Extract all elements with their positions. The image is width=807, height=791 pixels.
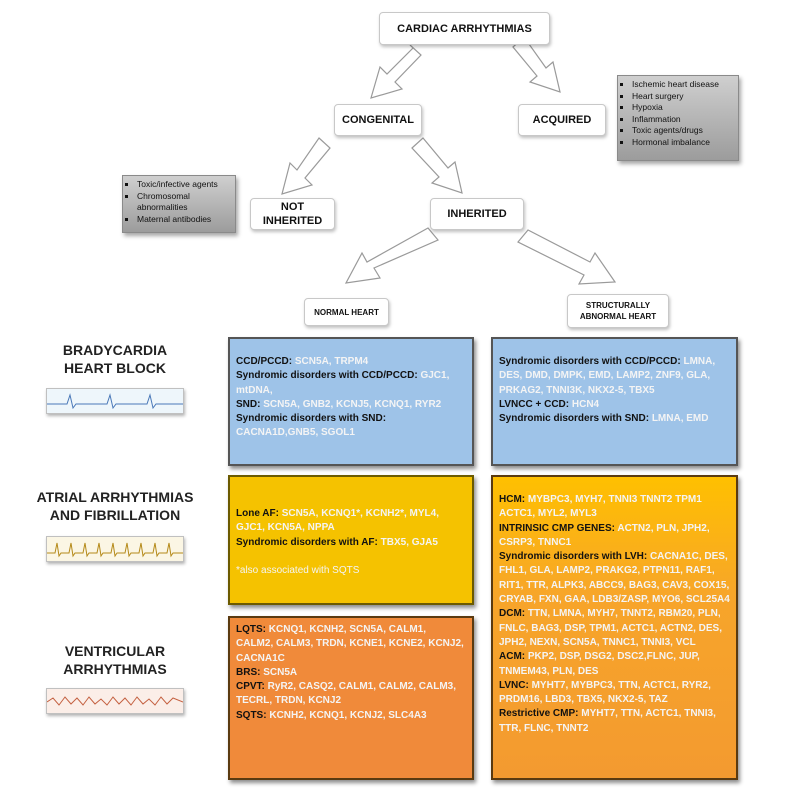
acquired-node: ACQUIRED bbox=[518, 104, 606, 136]
gene-entry: CCD/PCCD: SCN5A, TRPM4 bbox=[236, 355, 466, 369]
gene-entry: SND: SCN5A, GNB2, KCNJ5, KCNQ1, RYR2 bbox=[236, 398, 466, 412]
gene-category-label: CCD/PCCD: bbox=[236, 356, 295, 367]
list-item: Toxic agents/drugs bbox=[632, 125, 732, 137]
ecg-ventricular-icon bbox=[46, 688, 184, 714]
gene-entry: HCM: MYBPC3, MYH7, TNNI3 TNNT2 TPM1 ACTC… bbox=[499, 493, 730, 522]
gene-category-label: Syndromic disorders with SND: bbox=[499, 413, 652, 425]
arrow-congenital-inherited bbox=[411, 137, 463, 194]
gene-list: SCN5A, GNB2, KCNJ5, KCNQ1, RYR2 bbox=[263, 398, 442, 410]
gene-entry: DCM: TTN, LMNA, MYH7, TNNT2, RBM20, PLN,… bbox=[499, 607, 730, 650]
gene-list: TTN, LMNA, MYH7, TNNT2, RBM20, PLN, FNLC… bbox=[499, 608, 722, 648]
gene-category-label: SQTS: bbox=[236, 709, 270, 721]
panel-atrial-normal: Lone AF: SCN5A, KCNQ1*, KCNH2*, MYL4, GJ… bbox=[228, 475, 474, 605]
gene-entry: BRS: SCN5A bbox=[236, 666, 466, 680]
gene-entry: Syndromic disorders with SND: LMNA, EMD bbox=[499, 412, 730, 426]
gene-category-label: DCM: bbox=[499, 608, 528, 620]
panel-vent-normal: LQTS: KCNQ1, KCNH2, SCN5A, CALM1, CALM2,… bbox=[228, 616, 474, 780]
list-item: Ischemic heart disease bbox=[632, 79, 732, 91]
gene-entry: CPVT: RyR2, CASQ2, CALM1, CALM2, CALM3, … bbox=[236, 680, 466, 709]
gene-entry: SQTS: KCNH2, KCNQ1, KCNJ2, SLC4A3 bbox=[236, 709, 466, 723]
gene-entry: Syndromic disorders with AF: TBX5, GJA5 bbox=[236, 536, 466, 550]
gene-entry: LVNC: MYHT7, MYBPC3, TTN, ACTC1, RYR2, P… bbox=[499, 679, 730, 708]
inherited-node: INHERITED bbox=[430, 198, 524, 230]
acquired-causes-box: Ischemic heart disease Heart surgery Hyp… bbox=[617, 75, 739, 161]
panel-brady-abnormal: Syndromic disorders with CCD/PCCD: LMNA,… bbox=[491, 337, 738, 466]
gene-category-label: LQTS: bbox=[236, 624, 269, 635]
gene-category-label: HCM: bbox=[499, 494, 528, 505]
gene-list: HCN4 bbox=[571, 398, 600, 410]
gene-entry: INTRINSIC CMP GENES: ACTN2, PLN, JPH2, C… bbox=[499, 522, 730, 551]
gene-list: MYBPC3, MYH7, TNNI3 TNNT2 TPM1 ACTC1, MY… bbox=[499, 494, 702, 520]
gene-list: KCNH2, KCNQ1, KCNJ2, SLC4A3 bbox=[269, 709, 427, 721]
gene-list: SCN5A, TRPM4 bbox=[294, 356, 369, 367]
ecg-atrial-icon bbox=[46, 536, 184, 562]
arrow-inherited-normal bbox=[344, 227, 439, 284]
gene-list: RyR2, CASQ2, CALM1, CALM2, CALM3, TECRL,… bbox=[236, 681, 457, 707]
arrow-congenital-notinherited bbox=[281, 137, 331, 195]
gene-category-label: LVNC: bbox=[499, 679, 532, 691]
list-item: Toxic/infective agents bbox=[137, 179, 229, 191]
gene-list: MYHT7, TTN, ACTC1, TNNI3, TTR, FLNC, TNN… bbox=[499, 708, 716, 734]
gene-list: GJC1, mtDNA, bbox=[236, 370, 450, 396]
gene-entry: Syndromic disorders with CCD/PCCD: GJC1,… bbox=[236, 369, 466, 398]
list-item: Inflammation bbox=[632, 114, 732, 126]
gene-category-label: Syndromic disorders with LVH: bbox=[499, 551, 650, 563]
normal-heart-node: NORMAL HEART bbox=[304, 298, 389, 326]
list-item: Chromosomal abnormalities bbox=[137, 191, 229, 214]
gene-list: TBX5, GJA5 bbox=[380, 536, 438, 548]
gene-category-label: Syndromic disorders with AF: bbox=[236, 536, 381, 548]
gene-entry: Syndromic disorders with SND: CACNA1D,GN… bbox=[236, 412, 466, 441]
gene-category-label: LVNCC + CCD: bbox=[499, 398, 572, 410]
gene-list: ACTN2, PLN, JPH2, CSRP3, TNNC1 bbox=[499, 522, 710, 548]
gene-entry: ACM: PKP2, DSP, DSG2, DSC2,FLNC, JUP, TN… bbox=[499, 650, 730, 679]
ecg-bradycardia-icon bbox=[46, 388, 184, 414]
list-item: Hormonal imbalance bbox=[632, 137, 732, 149]
gene-list: SCN5A, KCNQ1*, KCNH2*, MYL4, GJC1, KCN5A… bbox=[236, 508, 439, 534]
gene-list: SCN5A bbox=[263, 666, 298, 678]
gene-list: CACNA1C, DES, FHL1, GLA, LAMP2, PRAKG2, … bbox=[499, 551, 730, 606]
gene-category-label: CPVT: bbox=[236, 681, 268, 693]
gene-list: MYHT7, MYBPC3, TTN, ACTC1, RYR2, PRDM16,… bbox=[499, 679, 711, 706]
panel-abnormal-cardiomyopathies: HCM: MYBPC3, MYH7, TNNI3 TNNT2 TPM1 ACTC… bbox=[491, 475, 738, 780]
gene-category-label: ACM: bbox=[499, 651, 528, 663]
root-node: CARDIAC ARRHYTHMIAS bbox=[379, 12, 550, 45]
gene-category-label: Syndromic disorders with SND: bbox=[236, 413, 387, 425]
list-item: Hypoxia bbox=[632, 102, 732, 114]
gene-category-label: Lone AF: bbox=[236, 508, 282, 519]
list-item: Maternal antibodies bbox=[137, 214, 229, 226]
footnote: *also associated with SQTS bbox=[236, 564, 360, 576]
gene-entry: Restrictive CMP: MYHT7, TTN, ACTC1, TNNI… bbox=[499, 707, 730, 736]
list-item: Heart surgery bbox=[632, 91, 732, 103]
gene-entry: LVNCC + CCD: HCN4 bbox=[499, 398, 730, 412]
gene-list: LMNA, DES, DMD, DMPK, EMD, LAMP2, ZNF9, … bbox=[499, 356, 716, 396]
gene-entry: Syndromic disorders with CCD/PCCD: LMNA,… bbox=[499, 355, 730, 398]
gene-category-label: Syndromic disorders with CCD/PCCD: bbox=[499, 356, 684, 367]
gene-category-label: INTRINSIC CMP GENES: bbox=[499, 522, 618, 534]
arrow-root-congenital bbox=[370, 44, 422, 99]
arrow-inherited-abnormal bbox=[517, 229, 617, 285]
not-inherited-causes-box: Toxic/infective agents Chromosomal abnor… bbox=[122, 175, 236, 233]
gene-entry: Syndromic disorders with LVH: CACNA1C, D… bbox=[499, 550, 730, 607]
congenital-node: CONGENITAL bbox=[334, 104, 422, 136]
gene-category-label: BRS: bbox=[236, 666, 264, 678]
gene-list: PKP2, DSP, DSG2, DSC2,FLNC, JUP, TNMEM43… bbox=[499, 651, 700, 677]
arrow-root-acquired bbox=[512, 36, 561, 93]
gene-category-label: Syndromic disorders with CCD/PCCD: bbox=[236, 370, 421, 382]
gene-list: KCNQ1, KCNH2, SCN5A, CALM1, CALM2, CALM3… bbox=[236, 624, 464, 664]
gene-category-label: SND: bbox=[236, 398, 264, 410]
gene-entry: LQTS: KCNQ1, KCNH2, SCN5A, CALM1, CALM2,… bbox=[236, 623, 466, 666]
gene-entry: Lone AF: SCN5A, KCNQ1*, KCNH2*, MYL4, GJ… bbox=[236, 507, 466, 536]
gene-list: LMNA, EMD bbox=[651, 413, 709, 425]
gene-list: CACNA1D,GNB5, SGOL1 bbox=[236, 427, 355, 439]
gene-category-label: Restrictive CMP: bbox=[499, 708, 582, 720]
